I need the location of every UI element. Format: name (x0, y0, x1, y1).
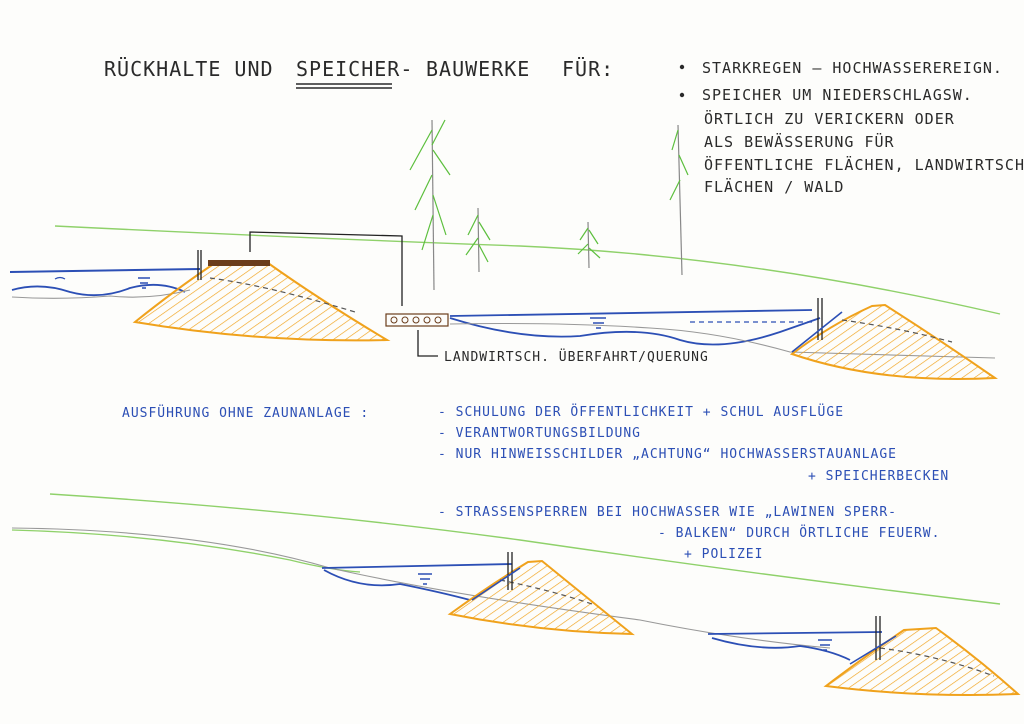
seepage-line-left (209, 277, 356, 313)
execution-item-3: - NUR HINWEISSCHILDER „ACHTUNG“ HOCHWASS… (438, 447, 897, 462)
ground-line-left (11, 289, 191, 299)
seepage-line-right (841, 319, 953, 343)
purpose-continuation-3: ÖFFENTLICHE FLÄCHEN, LANDWIRTSCH. (704, 155, 1024, 174)
dam-right (789, 303, 998, 380)
bottom-section (11, 493, 1021, 696)
terrain-line-bottom-upper (49, 493, 1001, 605)
purpose-bullet-1 (679, 64, 685, 70)
purpose-item-2: SPEICHER UM NIEDERSCHLAGSW. (702, 86, 973, 104)
water-bed-bottom-1 (323, 569, 471, 601)
water-level-symbol-bottom-1 (418, 573, 432, 585)
water-bed-right (449, 317, 821, 346)
top-section: LANDWIRTSCH. ÜBERFAHRT/QUERUNG (9, 119, 1001, 380)
water-surface-bottom-1 (321, 563, 513, 569)
purpose-list: STARKREGEN – HOCHWASSEREREIGN. SPEICHER … (679, 59, 1024, 196)
water-bed-bottom-2 (711, 637, 851, 661)
purpose-continuation-4: FLÄCHEN / WALD (704, 177, 844, 196)
title-part-4: FÜR: (562, 57, 614, 81)
water-level-symbol-left (138, 277, 150, 289)
dam-face-water-bottom-2 (849, 635, 897, 665)
tree-small-2 (577, 221, 601, 269)
tree-right (669, 124, 689, 276)
dam-bottom-1 (447, 559, 635, 636)
terrain-line-top (54, 225, 1001, 315)
seepage-line-bottom-1 (499, 579, 593, 605)
title-part-2: SPEICHER- (296, 57, 413, 81)
water-surface-bottom-2 (707, 631, 883, 635)
execution-item-2: - VERANTWORTUNGSBILDUNG (438, 426, 641, 441)
ground-line-right (449, 322, 996, 359)
execution-item-3-continuation: + SPEICHERBECKEN (808, 469, 949, 484)
execution-item-4-continuation-2: + POLIZEI (684, 547, 763, 562)
purpose-continuation-2: ALS BEWÄSSERUNG FÜR (704, 132, 895, 151)
dam-bottom-2 (823, 626, 1021, 696)
water-level-symbol-bottom-2 (818, 639, 832, 651)
title-part-3: BAUWERKE (426, 57, 530, 81)
crossing-culvert (385, 313, 449, 327)
water-ripple-left (54, 276, 66, 280)
seepage-line-bottom-2 (879, 647, 995, 677)
crossing-label: LANDWIRTSCH. ÜBERFAHRT/QUERUNG (444, 348, 709, 365)
tree-tall (409, 119, 451, 291)
sketch-title: RÜCKHALTE UND SPEICHER- BAUWERKE FÜR: (104, 57, 614, 89)
crossing-bracket (249, 231, 403, 306)
title-part-1: RÜCKHALTE UND (104, 57, 274, 81)
crossing-leader-line (417, 330, 438, 357)
dam-face-water-bottom-1 (471, 567, 521, 601)
water-surface-right (449, 309, 813, 317)
water-level-symbol-right (590, 317, 606, 329)
execution-item-4: - STRASSENSPERREN BEI HOCHWASSER WIE „LA… (438, 505, 897, 520)
purpose-bullet-2 (679, 92, 685, 98)
dam-face-water-right (791, 311, 843, 353)
execution-heading: AUSFÜHRUNG OHNE ZAUNANLAGE : (122, 404, 369, 421)
execution-notes: AUSFÜHRUNG OHNE ZAUNANLAGE : - SCHULUNG … (122, 403, 949, 562)
dam-crest-road-left (208, 260, 270, 266)
terrain-line-bottom-lower (11, 529, 361, 573)
purpose-item-1: STARKREGEN – HOCHWASSEREREIGN. (702, 59, 1003, 77)
execution-item-4-continuation-1: - BALKEN“ DURCH ÖRTLICHE FEUERW. (658, 524, 940, 541)
dam-left (132, 261, 391, 342)
tree-small-1 (465, 207, 491, 273)
water-surface-left (9, 268, 201, 273)
execution-item-1: - SCHULUNG DER ÖFFENTLICHKEIT + SCHUL AU… (438, 403, 844, 420)
purpose-continuation-1: ÖRTLICH ZU VERICKERN ODER (704, 109, 955, 128)
water-bed-left (11, 283, 186, 297)
